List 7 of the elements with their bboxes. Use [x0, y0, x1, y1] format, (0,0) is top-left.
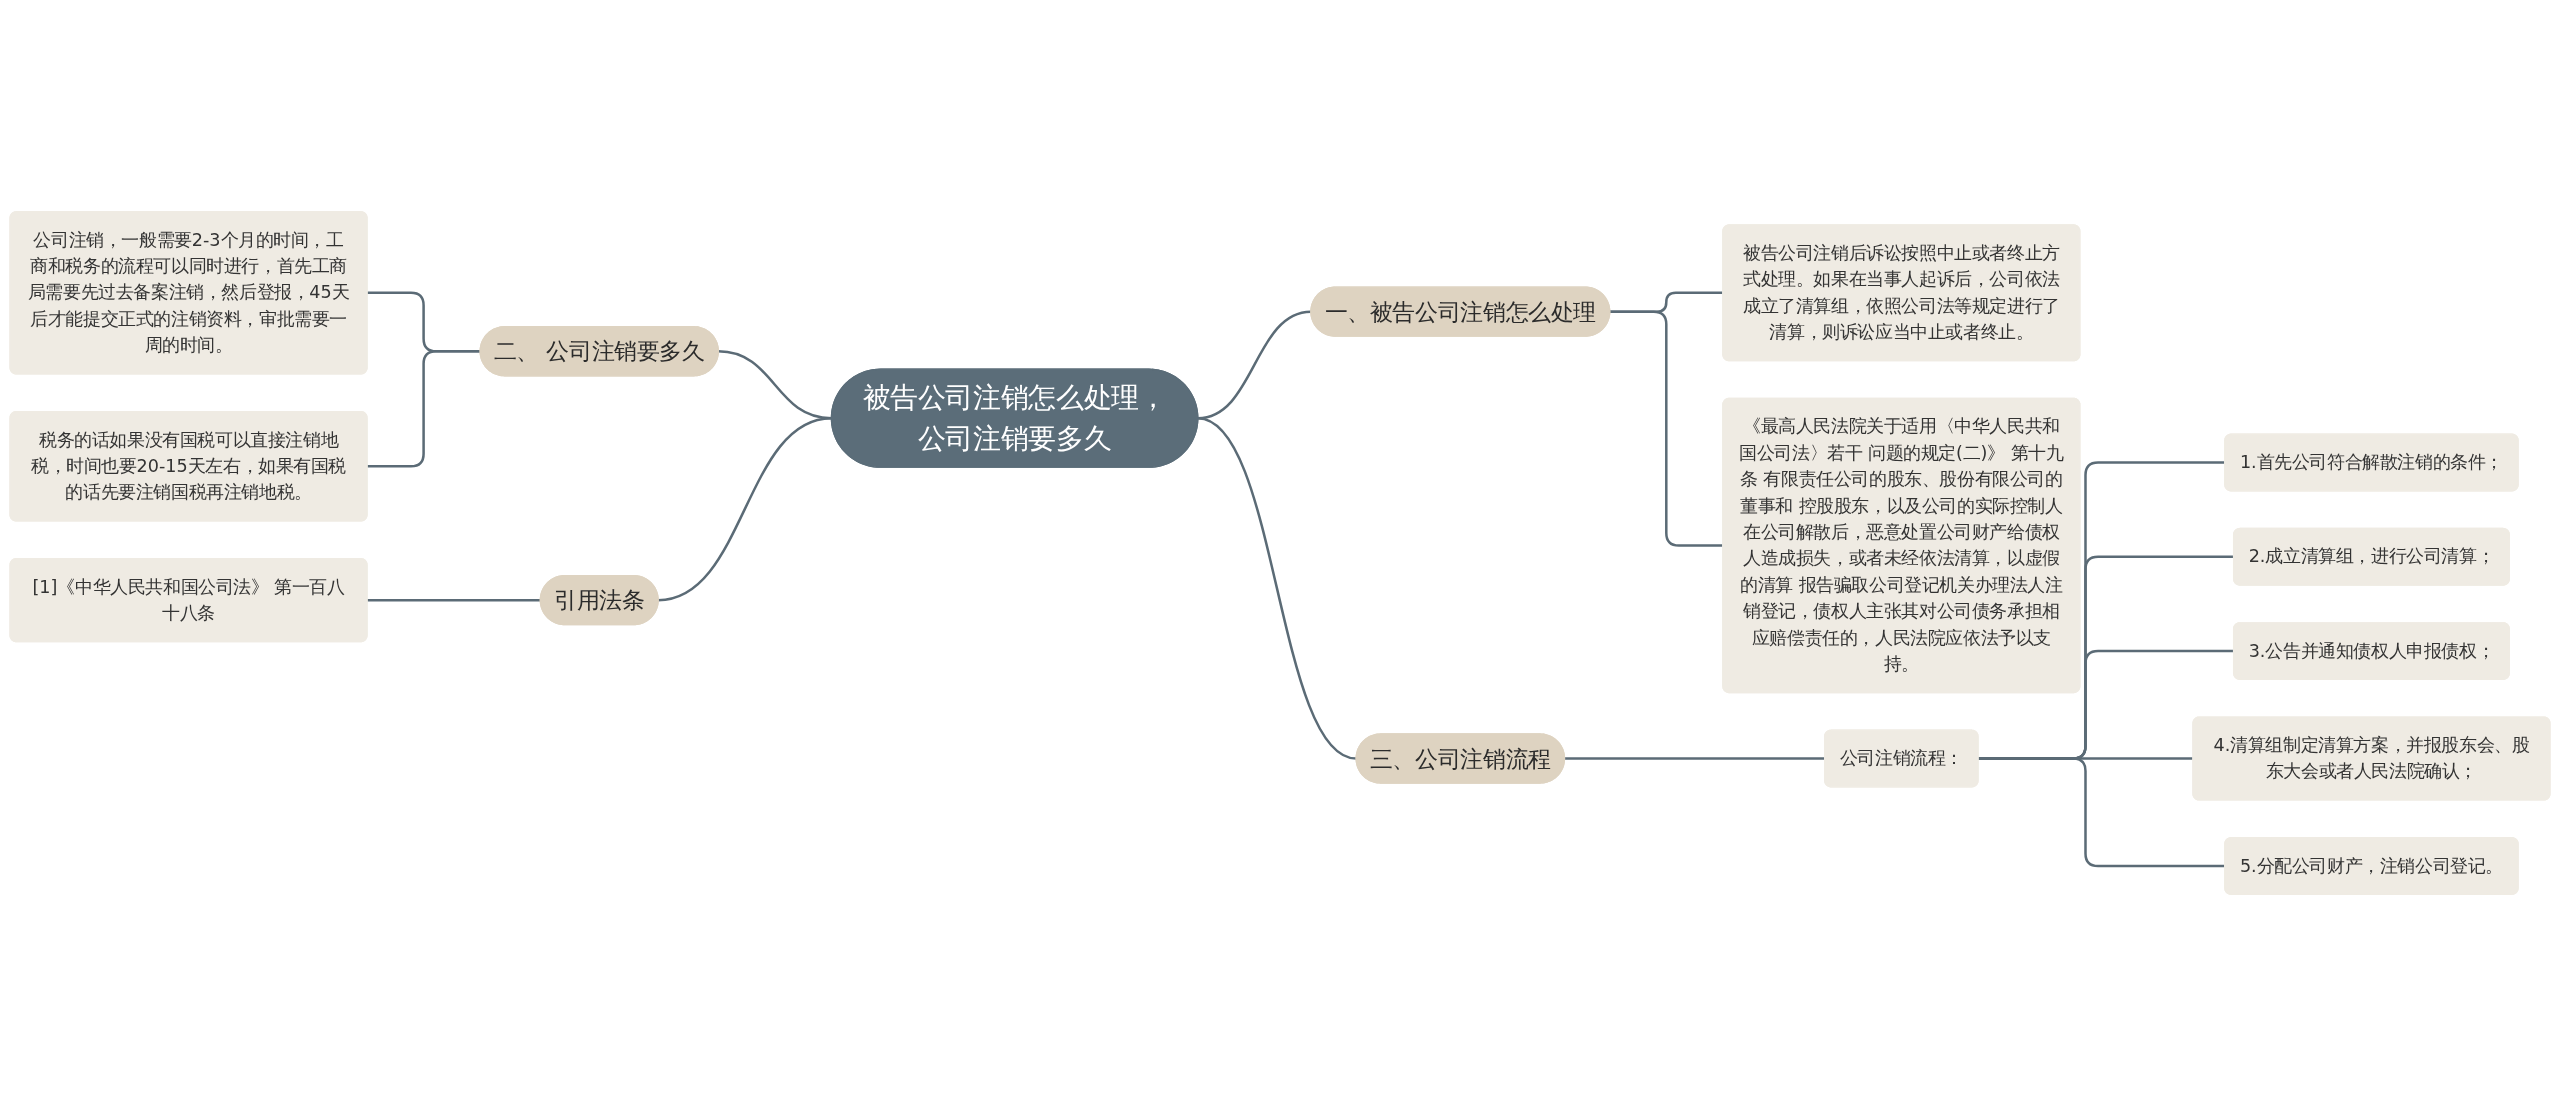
connector — [1609, 310, 1723, 547]
connector — [1564, 757, 1825, 760]
connector — [657, 416, 832, 602]
connector — [1197, 417, 1357, 760]
connector — [367, 598, 541, 602]
connector — [1978, 757, 2225, 868]
connector — [367, 350, 481, 468]
